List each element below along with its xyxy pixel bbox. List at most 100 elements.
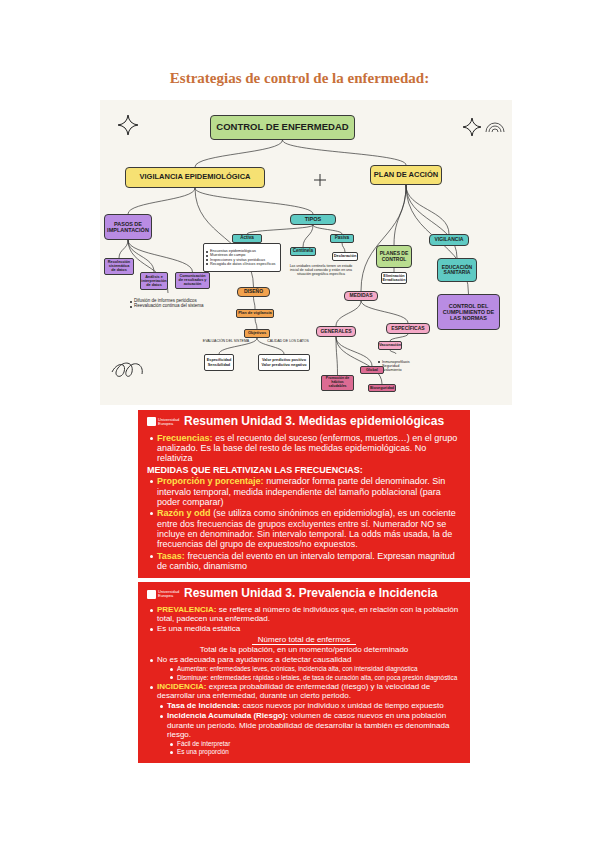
bullet-dot bbox=[150, 480, 153, 483]
node-text: Global bbox=[366, 368, 378, 372]
node-text: Muestreos de campo bbox=[210, 253, 245, 257]
bullet-item: Fácil de interpretar bbox=[147, 740, 461, 747]
list-item: Reevaluación continua del sistema bbox=[130, 304, 204, 309]
node-text: Promoción de hábitos saludables bbox=[323, 377, 352, 389]
node-text: Centinela bbox=[293, 249, 313, 254]
slide-text: Tasas: bbox=[157, 551, 185, 561]
page-title: Estrategias de control de la enfermedad: bbox=[0, 70, 599, 87]
node-text: Plan de vigilancia bbox=[238, 311, 272, 315]
node-text: Especificidad bbox=[207, 358, 231, 362]
concept-box: TIPOS bbox=[290, 214, 336, 225]
connector-line bbox=[361, 301, 408, 324]
slide-header: Universidad Europea Resumen Unidad 3. Pre… bbox=[147, 587, 461, 601]
node-text: ESPECÍFICAS bbox=[391, 326, 424, 332]
sparkle-star bbox=[463, 118, 481, 136]
bullet-item: Proporción y porcentaje:numerador forma … bbox=[147, 476, 461, 507]
bullet-item: Tasas:frecuencia del evento en un interv… bbox=[147, 551, 461, 572]
bullet-dot bbox=[170, 668, 173, 671]
bullet-item: INCIDENCIA:expresa probabilidad de enfer… bbox=[147, 682, 461, 700]
concept-box: Promoción de hábitos saludables bbox=[321, 375, 354, 391]
bullet-dot bbox=[170, 743, 173, 746]
slide-text: Es una proporción bbox=[177, 748, 229, 755]
node-text: Activa bbox=[240, 236, 254, 241]
node-text: Eliminación bbox=[383, 274, 404, 278]
slide-text: No es adecuada para ayudarnos a detectar… bbox=[157, 655, 351, 664]
node-text: CONTROL DE ENFERMEDAD bbox=[216, 122, 348, 132]
slide-header: Universidad EuropeaResumen Unidad 3. Med… bbox=[147, 415, 461, 429]
university-logo: Universidad Europea bbox=[147, 590, 178, 599]
node-text: Inspecciones y visitas periódicas bbox=[210, 258, 265, 262]
connector-line bbox=[247, 225, 313, 234]
slides-column: Universidad Europea Resumen Unidad 3. Med… bbox=[138, 410, 470, 763]
slide-text: INCIDENCIA: bbox=[157, 682, 206, 691]
annotation-label: Las unidades centinela tienen un estado … bbox=[286, 265, 356, 277]
connector-line bbox=[255, 318, 257, 329]
node-text: Declaración bbox=[334, 254, 357, 258]
slide-text: Incidencia Acumulada (Riesgo): bbox=[167, 711, 288, 720]
bullet-item: No es adecuada para ayudarnos a detectar… bbox=[147, 655, 461, 664]
bullet-item: PREVALENCIA:se refiere al número de indi… bbox=[147, 605, 461, 623]
connector-line bbox=[303, 225, 313, 247]
node-text: Aislamiento bbox=[382, 368, 402, 372]
connector-line bbox=[128, 240, 193, 272]
node-text: Valor predictivo negativo bbox=[261, 363, 306, 367]
bullet-dot bbox=[160, 715, 163, 718]
concept-box: Análisis e interpretación de datos bbox=[140, 272, 168, 290]
connector-line bbox=[342, 243, 345, 252]
slide-text: Aumentan: enfermedades leves, crónicas, … bbox=[177, 665, 418, 672]
connector-line bbox=[283, 140, 407, 165]
concept-box: EspecificidadSensibilidad bbox=[204, 354, 234, 371]
sparkle-star bbox=[118, 115, 138, 135]
connector-line bbox=[313, 225, 342, 234]
concept-box: PLANES DE CONTROL bbox=[376, 245, 412, 268]
bullet-dot bbox=[150, 609, 153, 612]
list-item: Muestreos de campo bbox=[206, 253, 245, 257]
concept-box: DISEÑO bbox=[237, 287, 270, 297]
annotation-label: CALIDAD DE LOS DATOS bbox=[260, 340, 316, 344]
concept-box: CONTROL DE ENFERMEDAD bbox=[210, 115, 355, 140]
connector-line bbox=[195, 140, 283, 167]
concept-box: PLAN DE ACCIÓN bbox=[370, 165, 442, 185]
slide-title: Resumen Unidad 3. Medidas epidemiológica… bbox=[184, 415, 444, 429]
bullet-dot bbox=[206, 251, 208, 253]
concept-box: EliminaciónErradicación bbox=[381, 272, 407, 284]
slide-text: casos nuevos por individuo x unidad de t… bbox=[243, 701, 444, 710]
node-text: CONTROL DEL CUMPLIMIENTO DE LAS NORMAS bbox=[439, 303, 498, 321]
node-text: Comunicación de resultados y actuación bbox=[177, 274, 208, 287]
node-text: Erradicación bbox=[383, 278, 406, 282]
node-text: GENERALES bbox=[320, 329, 351, 335]
concept-box: VIGILANCIA bbox=[429, 234, 469, 246]
list-item: Inspecciones y visitas periódicas bbox=[206, 258, 265, 262]
node-text: Objetivos bbox=[248, 331, 266, 335]
node-text: Sensibilidad bbox=[208, 363, 230, 367]
node-text: Pasiva bbox=[335, 236, 349, 241]
slide-text: Fácil de interpretar bbox=[177, 740, 230, 747]
bullet-dot bbox=[130, 301, 132, 303]
concept-box: Declaración bbox=[332, 252, 358, 261]
bullet-dot bbox=[170, 751, 173, 754]
bullet-dot bbox=[150, 555, 153, 558]
bullet-dot bbox=[150, 437, 153, 440]
node-text: Valor predictivo positivo bbox=[262, 358, 306, 362]
connector-line bbox=[254, 297, 256, 310]
concept-box: CONTROL DEL CUMPLIMIENTO DE LAS NORMAS bbox=[437, 294, 500, 330]
concept-box: Vacunación bbox=[378, 341, 402, 350]
connector-line bbox=[119, 240, 128, 258]
node-text: Reevaluación continua del sistema bbox=[134, 304, 204, 309]
concept-box: Bioseguridad bbox=[368, 384, 396, 392]
bullet-dot bbox=[170, 676, 173, 679]
list-item: Inmunoprofilaxis bbox=[378, 360, 410, 364]
slide-text: MEDIDAS QUE RELATIVIZAN LAS FRECUENCIAS: bbox=[147, 465, 363, 475]
concept-box: Recolección sistemática de datos bbox=[104, 258, 134, 275]
bullet-dot bbox=[206, 259, 208, 261]
bullet-dot bbox=[206, 255, 208, 257]
bullet-item: Aumentan: enfermedades leves, crónicas, … bbox=[147, 665, 461, 672]
bullet-item: Tasa de Incidencia:casos nuevos por indi… bbox=[147, 701, 461, 710]
bullet-item: Frecuencias:es el recuento del suceso (e… bbox=[147, 433, 461, 464]
node-text: Recolección sistemática de datos bbox=[106, 260, 132, 273]
node-text: PLANES DE CONTROL bbox=[378, 251, 410, 262]
slide-title: Resumen Unidad 3. Prevalencia e Incidenc… bbox=[184, 587, 437, 601]
logo-text: Universidad Europea bbox=[158, 590, 178, 598]
concept-box: Objetivos bbox=[244, 329, 270, 338]
bullet-item: MEDIDAS QUE RELATIVIZAN LAS FRECUENCIAS: bbox=[147, 465, 461, 475]
